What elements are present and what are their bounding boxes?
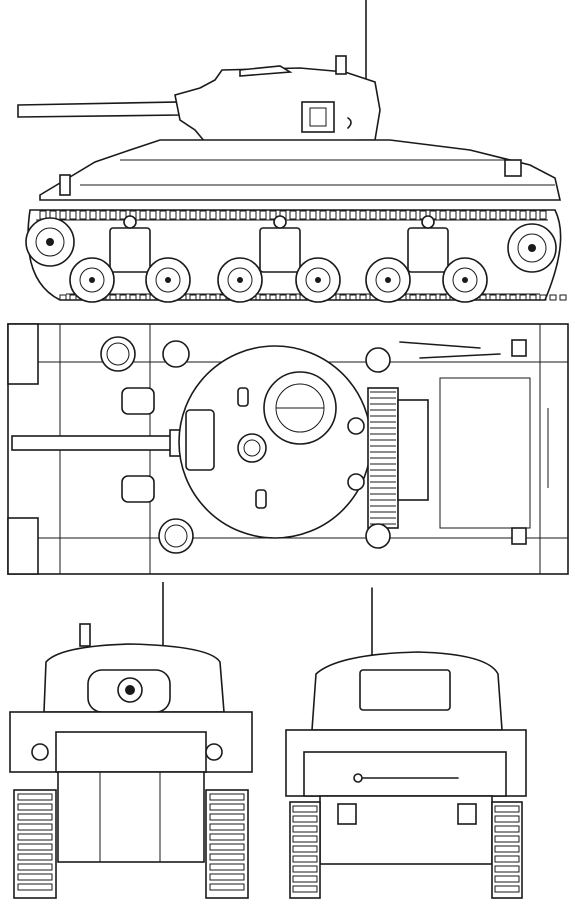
return-roller [421, 215, 435, 229]
periscope-guard [121, 475, 155, 503]
transmission-cover [57, 771, 205, 863]
track-links [39, 210, 567, 301]
bogie-middle [217, 227, 341, 303]
turret-bustle [359, 669, 451, 711]
commanders-hatch [239, 65, 293, 77]
front-view-drawing [9, 582, 253, 899]
hull [39, 139, 562, 201]
turret-pistol-port [301, 101, 335, 133]
main-gun-barrel [11, 435, 183, 451]
top-view-drawing [7, 323, 569, 575]
co-driver-hatch [158, 518, 194, 554]
rear-lifting-ring [504, 159, 522, 177]
front-view [0, 582, 262, 907]
bogie-rear [365, 227, 488, 303]
top-view [0, 318, 575, 580]
periscope-guard [121, 387, 155, 415]
rear-view [268, 582, 575, 907]
loader-hatch [237, 433, 267, 463]
main-gun-barrel [17, 101, 181, 118]
headlight [31, 743, 49, 761]
return-roller [123, 215, 137, 229]
return-roller [273, 215, 287, 229]
side-view-drawing [17, 0, 567, 303]
bogie-front [69, 227, 191, 303]
driver-hatch [100, 336, 136, 372]
headlight [205, 743, 223, 761]
rear-view-drawing [285, 587, 527, 899]
side-view [0, 0, 575, 315]
turret [174, 67, 381, 143]
